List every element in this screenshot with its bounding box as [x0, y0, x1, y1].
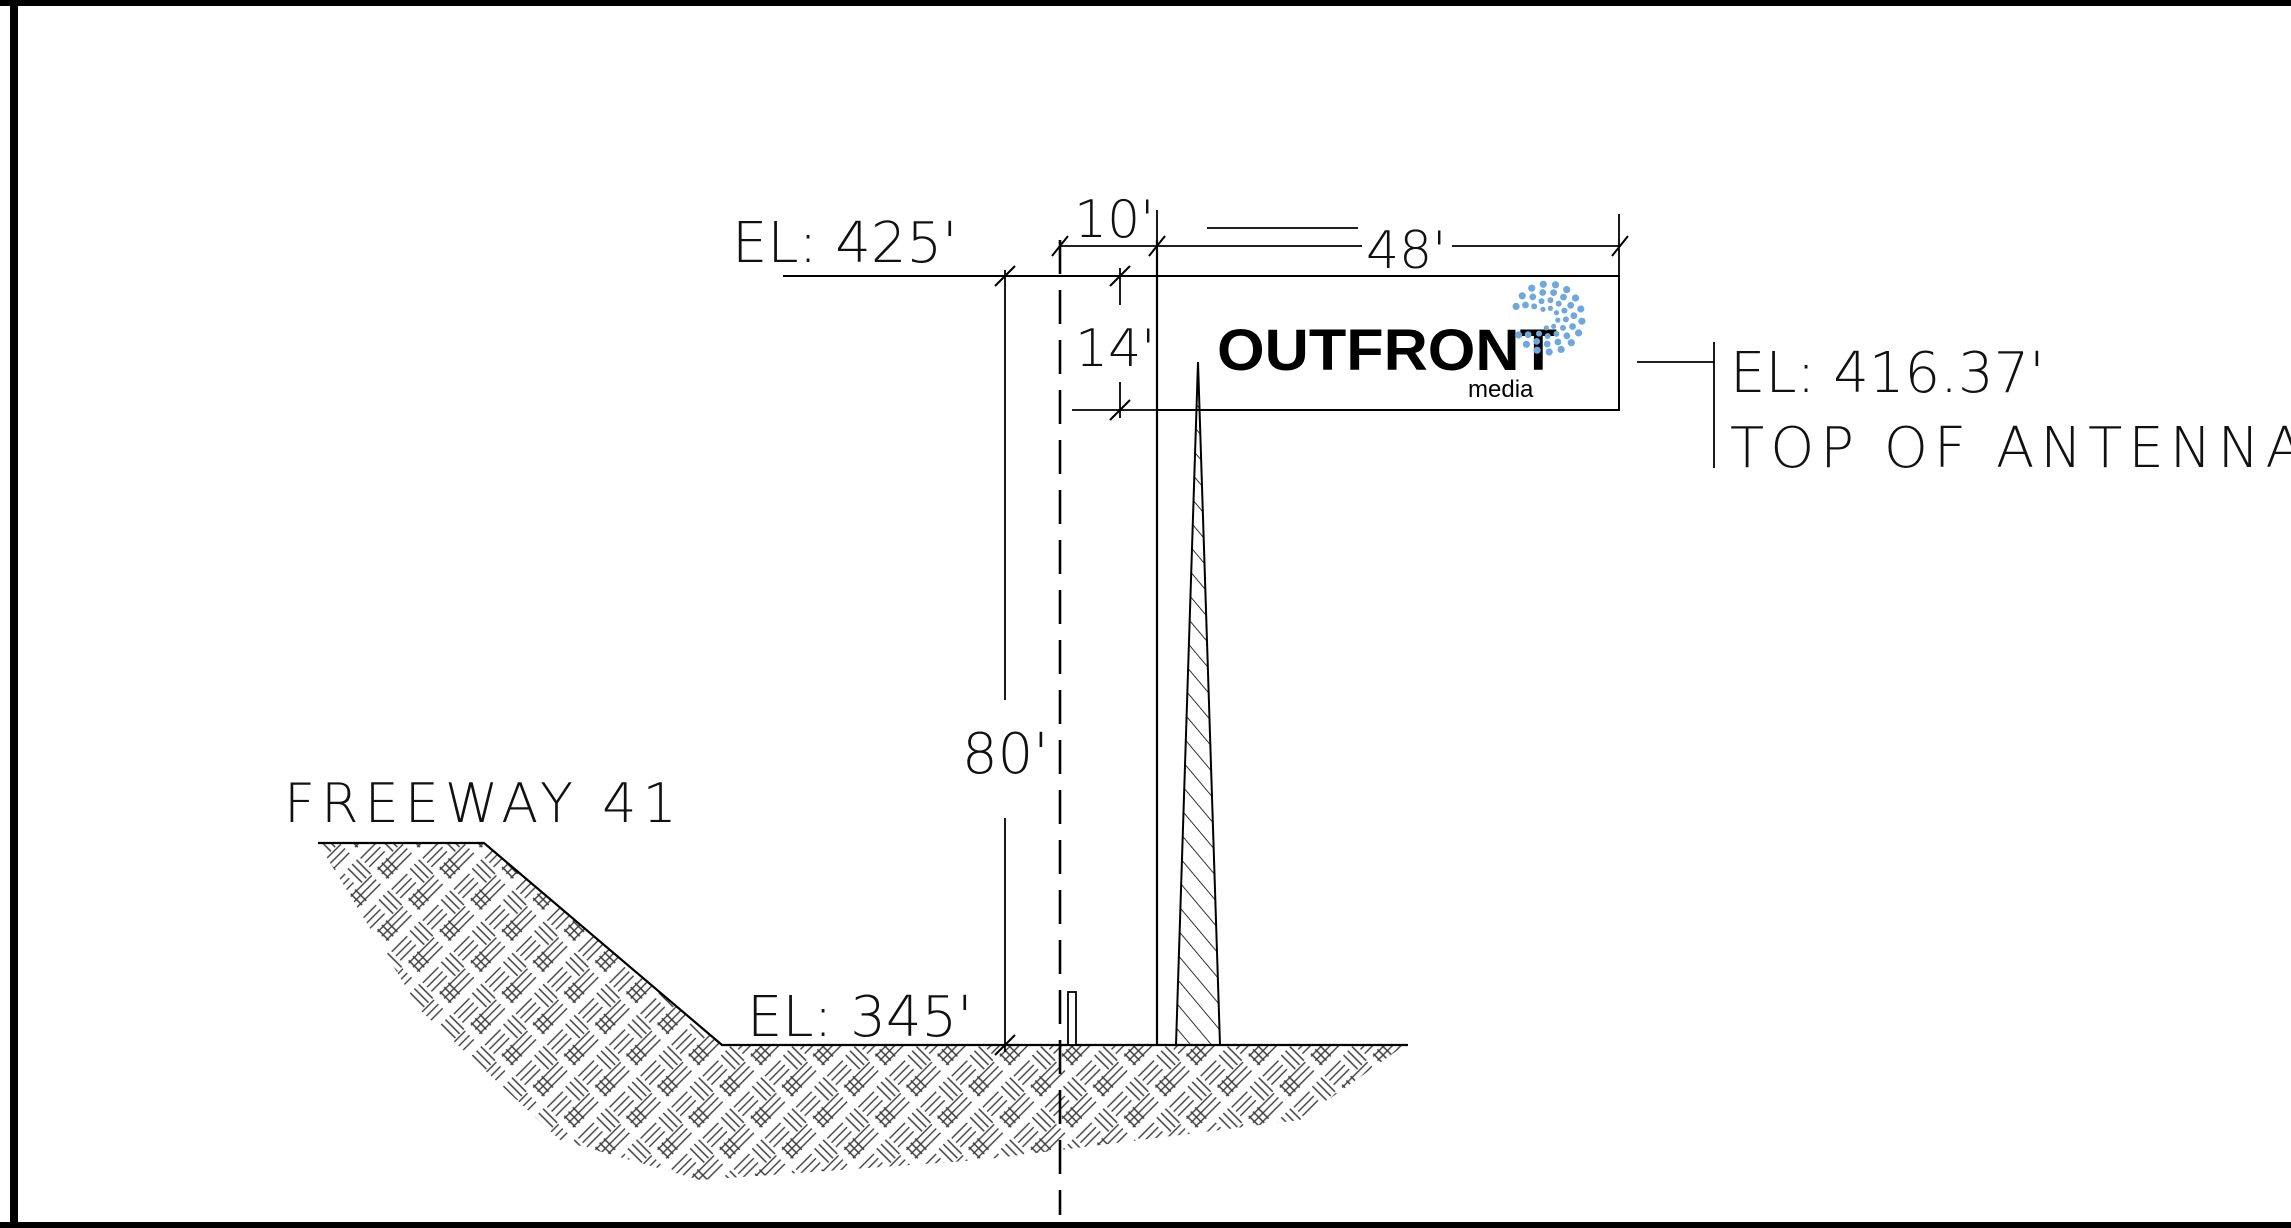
- logo-dot: [1560, 324, 1566, 331]
- freeway-embankment-line: [318, 841, 1408, 1047]
- ground-post: [1067, 991, 1077, 1046]
- logo-dot: [1522, 340, 1530, 348]
- logo-dot: [1512, 302, 1520, 310]
- logo-dot: [1553, 330, 1560, 337]
- antennae-elevation-callout: EL: 416.37' TOP OF ANTENNAE: [1637, 341, 2291, 481]
- logo-dot: [1543, 325, 1549, 331]
- logo-dot: [1536, 330, 1542, 337]
- logo-dot: [1544, 333, 1551, 339]
- outfront-logo: OUTFRONT media: [1217, 280, 1586, 403]
- antenna-mast: [1174, 361, 1222, 1046]
- logo-dot: [1557, 345, 1565, 353]
- logo-dot: [1543, 340, 1551, 348]
- logo-dot: [1551, 281, 1560, 289]
- logo-dot: [1578, 317, 1586, 325]
- logo-dot: [1515, 331, 1523, 339]
- logo-dot: [1569, 323, 1576, 330]
- logo-dot: [1522, 301, 1529, 309]
- logo-dot: [1518, 292, 1526, 300]
- logo-dot: [1567, 339, 1575, 347]
- logo-dot: [1561, 307, 1568, 314]
- logo-dot: [1550, 289, 1557, 296]
- logo-dot: [1539, 289, 1547, 296]
- sign-width-label: 48': [1366, 221, 1446, 281]
- logo-dots-graphic: [1512, 280, 1586, 356]
- top-elevation-label: EL: 425': [732, 211, 958, 276]
- logo-dot: [1547, 305, 1553, 311]
- logo-dot: [1562, 316, 1569, 323]
- logo-dot: [1560, 293, 1567, 301]
- logo-dot: [1529, 293, 1537, 301]
- logo-dot: [1553, 310, 1560, 316]
- logo-dot: [1524, 331, 1532, 339]
- logo-dot: [1577, 305, 1585, 313]
- logo-dot: [1554, 338, 1562, 346]
- logo-dot: [1533, 338, 1541, 345]
- logo-dot: [1528, 284, 1536, 292]
- sign-width-dimension: 48': [1160, 214, 1629, 281]
- offset-width-dimension: 10': [1051, 190, 1166, 262]
- ground-elevation-label: EL: 345': [747, 985, 973, 1050]
- freeway-label: FREEWAY 41: [284, 772, 683, 835]
- top-elevation-marker: EL: 425': [732, 211, 1157, 277]
- logo-dot: [1563, 286, 1571, 294]
- antennae-caption-label: TOP OF ANTENNAE: [1730, 416, 2291, 481]
- logo-dot: [1563, 332, 1571, 340]
- billboard-face: [1156, 275, 1620, 411]
- logo-wordmark: OUTFRONT: [1217, 318, 1557, 383]
- antennae-elevation-label: EL: 416.37': [1730, 341, 2045, 406]
- logo-dot: [1555, 317, 1561, 323]
- logo-dot: [1533, 346, 1541, 354]
- ground-section: [318, 841, 1408, 1180]
- sign-height-label: 14': [1075, 319, 1155, 379]
- sign-height-dimension: 14': [1072, 265, 1157, 421]
- logo-dot: [1570, 312, 1578, 320]
- offset-width-label: 10': [1074, 190, 1154, 250]
- logo-dot: [1545, 348, 1553, 356]
- logo-dot: [1547, 297, 1554, 304]
- logo-dot: [1531, 303, 1538, 310]
- logo-dot: [1571, 294, 1580, 302]
- logo-dot: [1567, 301, 1575, 309]
- logo-subtext: media: [1468, 376, 1534, 403]
- total-height-dimension: 80': [962, 265, 1049, 1056]
- logo-dot: [1538, 298, 1545, 305]
- logo-dot: [1555, 300, 1562, 307]
- logo-dot: [1575, 329, 1583, 337]
- logo-dot: [1540, 306, 1546, 312]
- logo-dot: [1539, 280, 1547, 288]
- total-height-label: 80': [962, 722, 1049, 787]
- logo-dot: [1551, 323, 1557, 329]
